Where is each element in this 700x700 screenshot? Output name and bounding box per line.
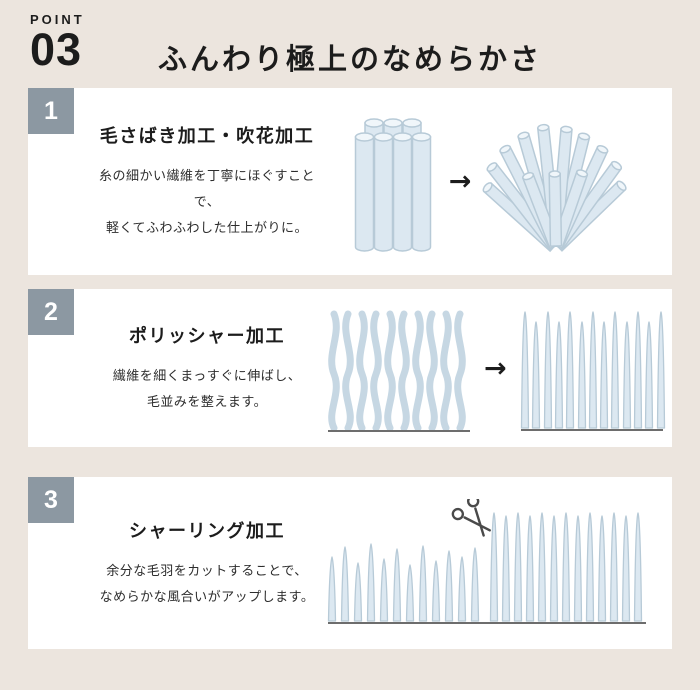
- process-card-3: 3 シャーリング加工 余分な毛羽をカットすることで、 なめらかな風合いがアップし…: [28, 477, 672, 649]
- card-2-illustration: →: [324, 302, 667, 434]
- process-card-2: 2 ポリッシャー加工 繊維を細くまっすぐに伸ばし、 毛並みを整えます。: [28, 289, 672, 447]
- straight-fiber-spikes: [520, 311, 665, 429]
- card-2-text: ポリッシャー加工 繊維を細くまっすぐに伸ばし、 毛並みを整えます。: [84, 322, 324, 415]
- page-bottom-edge: [0, 690, 700, 700]
- header: POINT 03 ふんわり極上のなめらかさ: [28, 0, 672, 88]
- card-3-title: シャーリング加工: [129, 520, 285, 541]
- point-label: POINT: [30, 12, 85, 27]
- card-desc-line: 軽くてふわふわした仕上がりに。: [105, 220, 309, 235]
- card-2-title: ポリッシャー加工: [129, 325, 285, 346]
- uneven-pile-spikes: [327, 543, 480, 622]
- process-card-1: 1 毛さばき加工・吹花加工 糸の細かい繊維を丁寧にほぐすことで、 軽くてふわふわ…: [28, 88, 672, 275]
- card-1-illustration: →: [324, 109, 654, 254]
- arrow-right-icon: →: [484, 352, 507, 384]
- card-2-description: 繊維を細くまっすぐに伸ばし、 毛並みを整えます。: [90, 363, 324, 415]
- even-pile-spikes: [489, 512, 643, 622]
- fiber-bundle-illustration: [354, 118, 431, 252]
- shearing-illustration: [327, 499, 646, 624]
- step-1-number-badge: 1: [28, 88, 74, 134]
- point-badge: POINT 03: [30, 12, 85, 72]
- straight-fibers-illustration: [520, 311, 665, 431]
- card-desc-line: 余分な毛羽をカットすることで、: [106, 562, 308, 578]
- card-3-illustration: [324, 499, 654, 627]
- card-3-text: シャーリング加工 余分な毛羽をカットすることで、 なめらかな風合いがアップします…: [84, 517, 324, 610]
- wavy-fiber-strands: [328, 310, 466, 432]
- arrow-right-icon: →: [448, 166, 472, 197]
- splayed-fiber-tubes: [482, 123, 627, 253]
- scissors-icon: [451, 499, 491, 537]
- card-1-description: 糸の細かい繊維を丁寧にほぐすことで、 軽くてふわふわした仕上がりに。: [90, 163, 324, 241]
- point-number: 03: [30, 24, 83, 75]
- card-3-description: 余分な毛羽をカットすることで、 なめらかな風合いがアップします。: [90, 558, 324, 610]
- card-1-title: 毛さばき加工・吹花加工: [99, 126, 315, 146]
- card-1-text: 毛さばき加工・吹花加工 糸の細かい繊維を丁寧にほぐすことで、 軽くてふわふわした…: [84, 122, 324, 241]
- wavy-fibers-illustration: [328, 310, 470, 432]
- fluffed-fibers-illustration: [482, 123, 627, 253]
- card-desc-line: なめらかな風合いがアップします。: [99, 588, 315, 604]
- step-2-number-badge: 2: [28, 289, 74, 335]
- step-3-number-badge: 3: [28, 477, 74, 523]
- page-title: ふんわり極上のなめらかさ: [157, 44, 542, 76]
- card-desc-line: 繊維を細くまっすぐに伸ばし、: [112, 367, 302, 383]
- fiber-tubes: [354, 118, 431, 252]
- card-desc-line: 毛並みを整えます。: [146, 393, 268, 409]
- card-desc-line: 糸の細かい繊維を丁寧にほぐすことで、: [98, 168, 315, 209]
